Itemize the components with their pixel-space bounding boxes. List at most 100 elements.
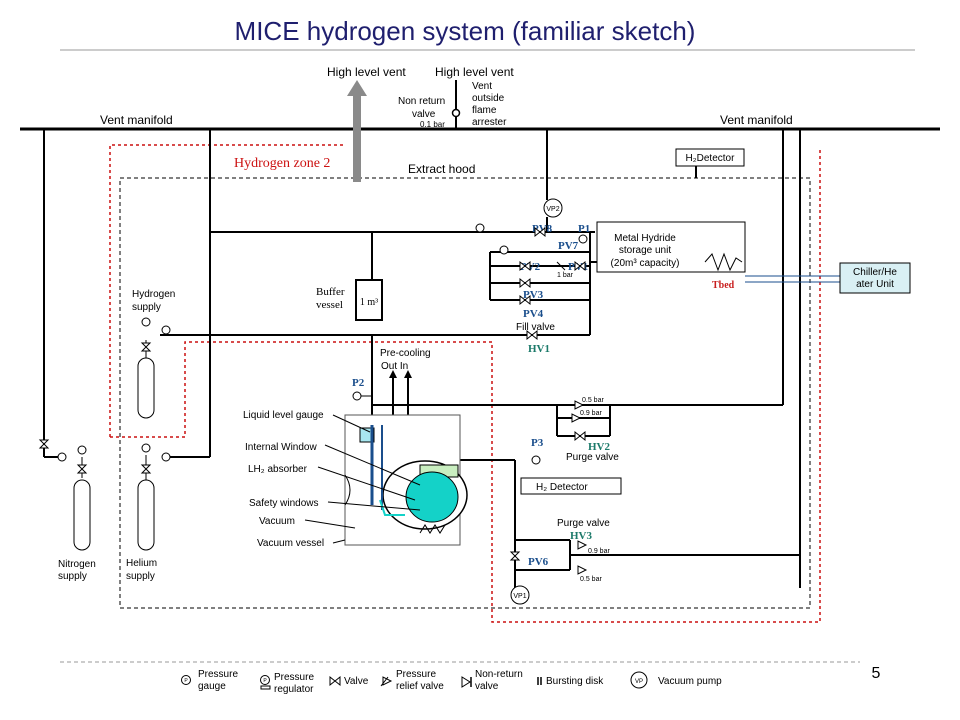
pressure-gauge-p3 [531, 455, 541, 465]
legend-regulator-base [260, 685, 271, 690]
non-return-bar-label: 0.1 bar [420, 120, 445, 129]
legend-vacuum-pump-symbol: VP [635, 679, 643, 685]
tag-hv1: HV1 [528, 343, 550, 355]
tag-pv4: PV4 [523, 308, 544, 320]
tag-hv2: HV2 [588, 441, 611, 453]
vacuum-pump-vp2-icon [543, 198, 563, 218]
legend-pressure-regulator-symbol: P [263, 678, 267, 684]
legend-pressure-gauge-label-1: Pressure [198, 669, 238, 680]
buffer-label-1: Buffer [316, 286, 345, 298]
extract-hood-label: Extract hood [408, 162, 475, 176]
pressure-gauges-top [475, 223, 588, 255]
page-number: 5 [872, 665, 881, 682]
tbed-label: Tbed [712, 280, 735, 291]
vacuum-label: Vacuum [259, 516, 295, 527]
legend-valve-icon [329, 675, 341, 687]
metal-hydride-label-1: Metal Hydride [614, 233, 676, 244]
tag-hv3: HV3 [570, 530, 593, 542]
vent-outside-label-4: arrester [472, 117, 507, 128]
legend-bursting-disk-label: Bursting disk [546, 676, 604, 687]
tag-p3: P3 [531, 437, 544, 449]
legend-pressure-gauge-icon [181, 675, 191, 685]
liquid-level-gauge-label: Liquid level gauge [243, 410, 324, 421]
legend-pressure-regulator-label-1: Pressure [274, 672, 314, 683]
vent-outside-label-3: flame [472, 105, 497, 116]
tag-p2: P2 [352, 377, 365, 389]
legend-pressure-gauge-label-2: gauge [198, 681, 226, 692]
nitrogen-supply-label-1: Nitrogen [58, 559, 96, 570]
hydrogen-cylinder [137, 317, 171, 419]
legend-pressure-gauge-symbol: P [184, 678, 188, 684]
vacuum-vessel-label: Vacuum vessel [257, 538, 324, 549]
metal-hydride-label-2: storage unit [619, 245, 671, 256]
h2-detector-mid [520, 477, 622, 495]
precool-arrow-in [404, 370, 412, 378]
legend-non-return-label-2: valve [475, 681, 499, 692]
chiller-label-1: Chiller/He [853, 267, 897, 278]
heater-coil-icon [704, 252, 743, 272]
bar-05-a-label: 0.5 bar [582, 397, 604, 404]
slide-title: MICE hydrogen system (familiar sketch) [235, 16, 696, 46]
legend-vacuum-pump-label: Vacuum pump [658, 676, 722, 687]
fill-valve-label: Fill valve [516, 322, 555, 333]
legend-pressure-regulator-label-2: regulator [274, 684, 314, 695]
non-return-valve-icon [451, 108, 461, 118]
hydrogen-supply-label-2: supply [132, 302, 161, 313]
vent-manifold-right-label: Vent manifold [720, 113, 793, 127]
hydrogen-supply-label-1: Hydrogen [132, 289, 175, 300]
vp2-label: VP2 [546, 206, 559, 213]
vent-outside-label-2: outside [472, 93, 505, 104]
legend-vacuum-pump-icon [630, 671, 648, 689]
helium-supply-label-1: Helium [126, 558, 157, 569]
chiller-heater-unit [839, 262, 911, 294]
legend-relief-label-1: Pressure [396, 669, 436, 680]
pressure-gauge-p2 [352, 391, 362, 401]
helium-supply-label-2: supply [126, 571, 155, 582]
non-return-label-1: Non return [398, 96, 445, 107]
buffer-label-2: vessel [316, 299, 343, 311]
non-return-label-2: valve [412, 109, 436, 120]
buffer-volume-label: 1 m³ [360, 297, 378, 308]
precool-arrow-out [389, 370, 397, 378]
hydrogen-zone-label: Hydrogen zone 2 [234, 156, 330, 171]
extract-hood-boundary [119, 177, 811, 609]
vent-outside-label-1: Vent [472, 81, 492, 92]
legend-pressure-regulator-icon [260, 675, 270, 685]
h2-detector-top [675, 148, 745, 167]
safety-windows-label: Safety windows [249, 498, 318, 509]
bar-09-a-label: 0.9 bar [580, 410, 602, 417]
tag-p1: P1 [578, 223, 590, 235]
vent-manifold-left-label: Vent manifold [100, 113, 173, 127]
buffer-vessel [355, 279, 383, 321]
absorber-heater-icon [419, 524, 446, 534]
legend-non-return-icon [461, 676, 471, 688]
valve-pv6-icon [509, 551, 521, 561]
nitrogen-supply-label-2: supply [58, 571, 87, 582]
legend-relief-label-2: relief valve [396, 681, 444, 692]
bar-09-b-label: 0.9 bar [588, 548, 610, 555]
precooling-label: Pre-cooling [380, 348, 431, 359]
metal-hydride-storage-unit [596, 221, 746, 273]
legend-non-return-label-1: Non-return [475, 669, 523, 680]
vessel-callouts [304, 414, 421, 544]
high-level-vent-right-label: High level vent [435, 65, 514, 79]
h2-detector-top-label: H₂Detector [686, 153, 736, 164]
purge-valve-label-2: Purge valve [557, 518, 610, 529]
tag-pv7: PV7 [558, 240, 579, 252]
hv2-valve-icons [571, 400, 586, 442]
helium-cylinder [137, 443, 171, 551]
legend: P Pressure gauge P Pressure regulator Va… [181, 669, 722, 695]
bar-05-b-label: 0.5 bar [580, 576, 602, 583]
lh2-absorber-body [405, 471, 459, 523]
lh2-absorber-label: LH₂ absorber [248, 464, 308, 475]
tag-pv6: PV6 [528, 556, 549, 568]
hv3-valve-icons [577, 540, 588, 575]
high-level-vent-arrow [347, 80, 367, 182]
internal-window-label: Internal Window [245, 442, 317, 453]
chiller-label-2: ater Unit [856, 279, 894, 290]
main-pipework [160, 231, 597, 445]
precooling-out-in-label: Out In [381, 361, 408, 372]
vacuum-vessel [344, 414, 468, 546]
legend-relief-stroke [380, 676, 389, 687]
